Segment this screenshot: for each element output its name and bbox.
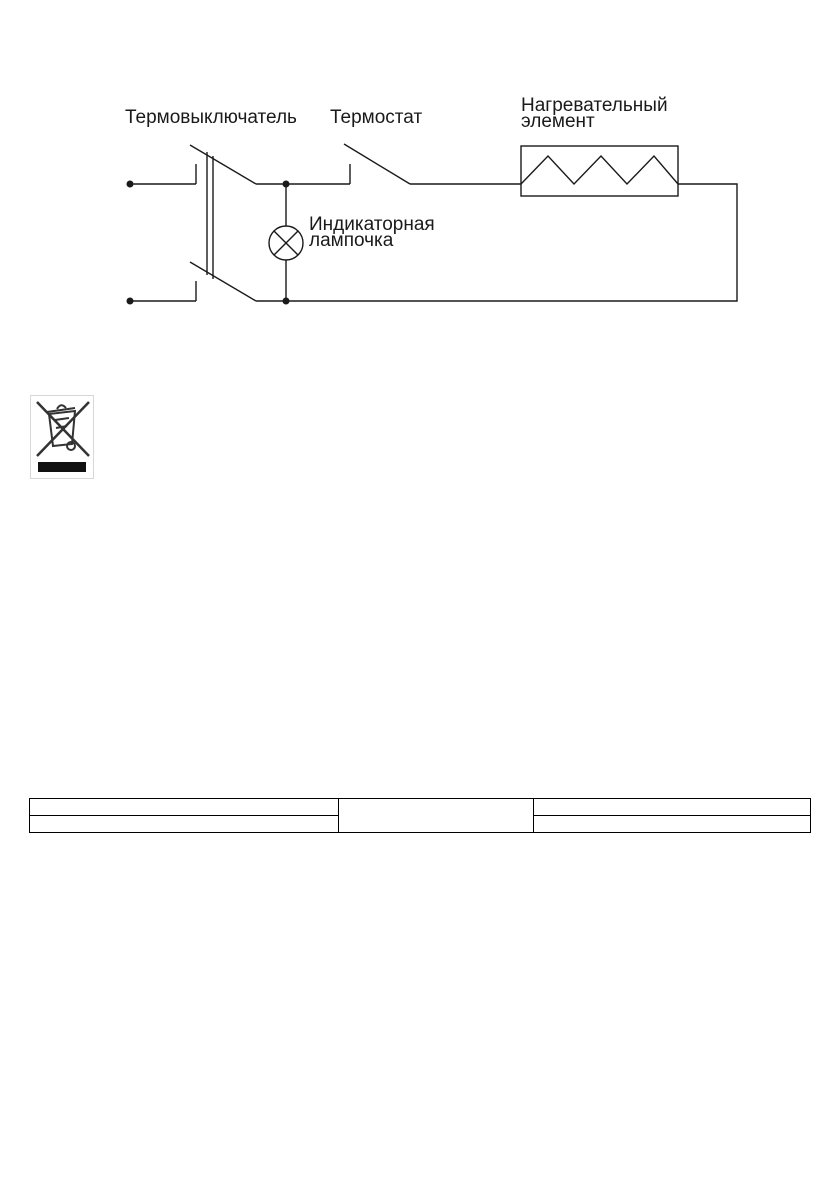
table-cell	[29, 815, 339, 833]
table-row	[29, 798, 811, 833]
heater-element-label-line1: Нагревательный	[521, 95, 668, 116]
thermal-switch-top-blade	[189, 144, 257, 185]
thermal-switch-label: Термовыключатель	[125, 107, 297, 128]
table-cell	[533, 815, 811, 833]
weee-logo	[30, 395, 94, 479]
crossed-out-wheelie-bin-icon	[36, 401, 90, 472]
table-cell	[29, 798, 339, 816]
info-table	[29, 798, 811, 833]
table-cell	[533, 798, 811, 816]
indicator-lamp-label: Индикаторная лампочка	[309, 214, 435, 251]
circuit-diagram	[126, 143, 738, 305]
thermostat-blade	[343, 143, 411, 185]
thermal-switch-bottom-blade	[189, 261, 257, 302]
info-table-body	[29, 798, 811, 833]
terminal-top	[126, 180, 134, 188]
heater-element-box	[520, 145, 679, 197]
junction-bottom	[282, 297, 290, 305]
indicator-lamp-cross-2	[273, 230, 299, 256]
terminal-bottom	[126, 297, 134, 305]
heater-return-wire	[286, 183, 738, 302]
heater-element-label: Нагревательный элемент	[521, 95, 668, 132]
indicator-lamp-circle	[268, 225, 304, 261]
thermostat-label: Термостат	[330, 107, 423, 128]
indicator-lamp-label-line1: Индикаторная	[309, 214, 435, 235]
table-row	[29, 815, 811, 833]
table-cell-merged	[338, 798, 534, 833]
indicator-lamp-label-line2: лампочка	[309, 230, 394, 251]
junction-top	[282, 180, 290, 188]
heater-element-label-line2: элемент	[521, 111, 595, 132]
heater-zigzag	[520, 154, 679, 186]
